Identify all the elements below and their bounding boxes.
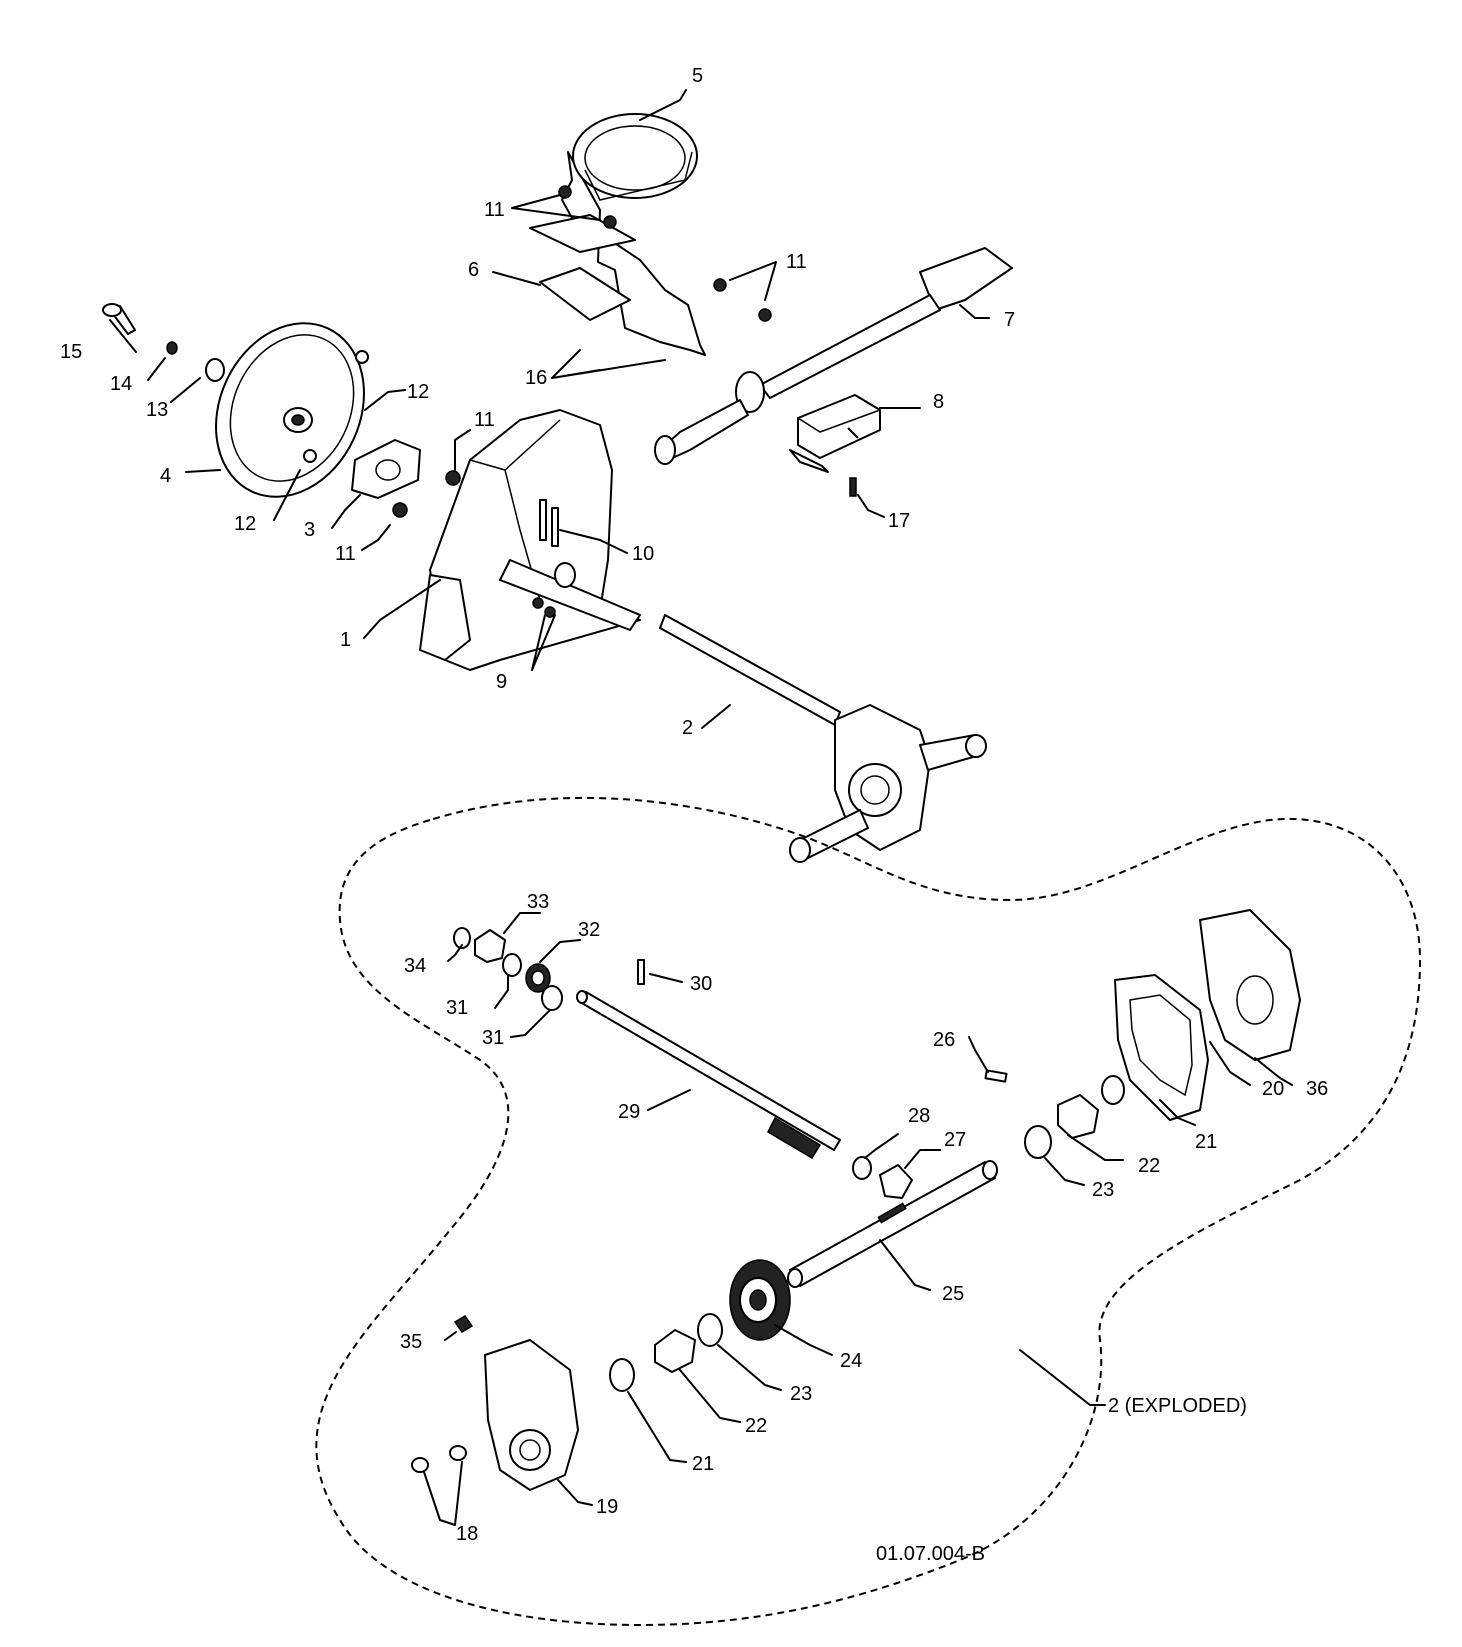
callout-24: 24 xyxy=(840,1350,862,1372)
callout-36: 36 xyxy=(1306,1078,1328,1100)
part-20-gasket xyxy=(1114,974,1209,1121)
part-4-pulley xyxy=(215,322,365,498)
callout-11c: 11 xyxy=(474,409,495,431)
callout-12a: 12 xyxy=(407,381,429,403)
part-30-key xyxy=(637,959,645,985)
part-28-washer xyxy=(852,1156,872,1180)
callout-11b: 11 xyxy=(786,251,807,273)
callout-27: 27 xyxy=(944,1129,966,1151)
callout-21a: 21 xyxy=(1195,1131,1217,1153)
part-19-gearbox-half xyxy=(484,1339,579,1491)
part-25-axle-shaft xyxy=(787,1160,998,1288)
callout-30: 30 xyxy=(690,973,712,995)
part-3-flange xyxy=(303,350,461,518)
small-fasteners-13-14-15 xyxy=(102,303,225,382)
callout-12b: 12 xyxy=(234,513,256,535)
callout-7: 7 xyxy=(1004,309,1015,331)
part-5-chute-elbow xyxy=(529,113,772,356)
callout-22b: 22 xyxy=(745,1415,767,1437)
callout-16: 16 xyxy=(525,367,547,389)
callout-23a: 23 xyxy=(1092,1179,1114,1201)
part-18-pin-a xyxy=(411,1457,429,1473)
callout-17: 17 xyxy=(888,510,910,532)
callout-20: 20 xyxy=(1262,1078,1284,1100)
callout-15: 15 xyxy=(60,341,82,363)
callout-9: 9 xyxy=(496,671,507,693)
callout-2: 2 xyxy=(682,717,693,739)
part-35-fitting xyxy=(453,1314,474,1334)
callout-exploded: 2 (EXPLODED) xyxy=(1108,1395,1247,1417)
callout-14: 14 xyxy=(110,373,132,395)
part-21-seal-upper xyxy=(1101,1075,1125,1105)
callout-11a: 11 xyxy=(484,199,505,221)
callout-18: 18 xyxy=(456,1523,478,1545)
callout-22a: 22 xyxy=(1138,1155,1160,1177)
part-24-worm-gear xyxy=(729,1259,791,1341)
callout-11d: 11 xyxy=(335,543,356,565)
callout-29: 29 xyxy=(618,1101,640,1123)
callout-8: 8 xyxy=(933,391,944,413)
part-23-washer-upper xyxy=(1024,1125,1052,1159)
exploded-view-outline xyxy=(315,796,1422,1627)
callout-32: 32 xyxy=(578,919,600,941)
callout-34: 34 xyxy=(404,955,426,977)
callout-labels: 5 11 11 6 7 16 15 14 13 4 12 12 3 11 11 … xyxy=(60,65,1328,1565)
callout-13: 13 xyxy=(146,399,168,421)
callout-25: 25 xyxy=(942,1283,964,1305)
callout-35: 35 xyxy=(400,1331,422,1353)
callout-21b: 21 xyxy=(692,1453,714,1475)
part-26-key xyxy=(984,1069,1008,1083)
part-22-bearing-upper xyxy=(1057,1094,1099,1139)
callout-5: 5 xyxy=(692,65,703,87)
part-8-bracket xyxy=(789,394,881,497)
callout-3: 3 xyxy=(304,519,315,541)
part-21-seal-lower xyxy=(609,1358,635,1392)
part-18-pin-b xyxy=(449,1445,467,1461)
part-22-bearing-lower xyxy=(654,1329,696,1373)
part-2-auger-gearbox xyxy=(659,614,987,863)
callout-10: 10 xyxy=(632,543,654,565)
callout-33: 33 xyxy=(527,891,549,913)
part-23-washer-lower xyxy=(697,1313,723,1347)
leader-lines xyxy=(109,89,1293,1526)
part-27-bushing xyxy=(879,1164,913,1199)
callout-1: 1 xyxy=(340,629,351,651)
drawing-code: 01.07.004-B xyxy=(876,1543,985,1565)
part-29-worm-shaft xyxy=(576,990,841,1160)
part-7-chute-crank xyxy=(654,247,1013,465)
part-1-auger-housing xyxy=(419,409,641,671)
callout-28: 28 xyxy=(908,1105,930,1127)
part-36-gearbox-half xyxy=(1199,909,1301,1061)
parts-31-34-washers xyxy=(453,927,563,1011)
callout-26: 26 xyxy=(933,1029,955,1051)
callout-19: 19 xyxy=(596,1496,618,1518)
callout-23b: 23 xyxy=(790,1383,812,1405)
callout-31a: 31 xyxy=(446,997,468,1019)
callout-6: 6 xyxy=(468,259,479,281)
callout-31b: 31 xyxy=(482,1027,504,1049)
callout-4: 4 xyxy=(160,465,171,487)
